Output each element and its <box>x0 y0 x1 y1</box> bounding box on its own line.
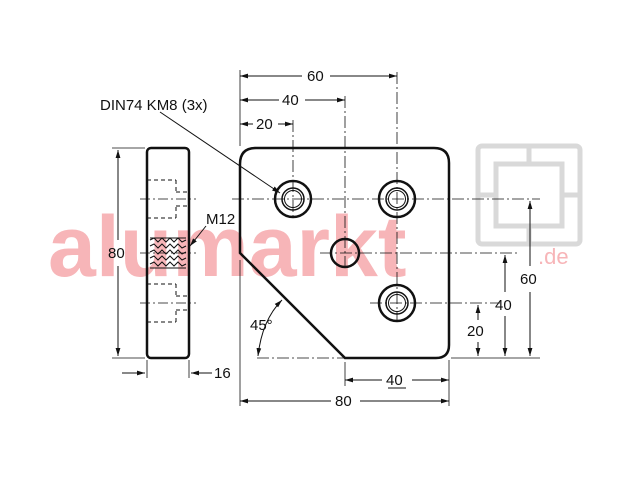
counterbore-hole-3 <box>377 283 417 323</box>
note-thread: M12 <box>206 211 235 228</box>
dim-right-40: 40 <box>495 297 512 314</box>
dim-top-40: 40 <box>282 92 299 109</box>
dim-top-60: 60 <box>307 68 324 85</box>
watermark-suffix: .de <box>538 244 569 269</box>
dim-top-20: 20 <box>256 116 273 133</box>
angle-arc <box>256 299 283 357</box>
hidden-counterbore-top <box>147 179 189 219</box>
counterbore-hole-1 <box>273 179 313 219</box>
note-screw: DIN74 KM8 (3x) <box>100 97 208 114</box>
front-view: DIN74 KM8 (3x) 60 40 20 40 80 60 40 <box>100 68 540 410</box>
side-centerlines <box>140 198 196 304</box>
dim-thickness-16: 16 <box>214 365 231 382</box>
dim-right-60: 60 <box>520 271 537 288</box>
side-view: 80 16 M12 <box>108 146 235 382</box>
dim-bottom-40: 40 <box>386 372 403 389</box>
angle-label: 45° <box>250 317 273 334</box>
front-centerlines <box>232 72 540 359</box>
threaded-hole <box>329 237 361 269</box>
thread-hatching <box>149 237 187 269</box>
watermark-text: alumarkt <box>48 199 407 295</box>
dim-left-80: 80 <box>108 245 125 262</box>
front-plate-outline <box>238 146 451 360</box>
hidden-counterbore-bottom <box>147 283 189 323</box>
profile-logo-icon <box>475 143 583 247</box>
dim-right-20: 20 <box>467 323 484 340</box>
dim-bottom-80: 80 <box>335 393 352 410</box>
counterbore-hole-2 <box>377 179 417 219</box>
